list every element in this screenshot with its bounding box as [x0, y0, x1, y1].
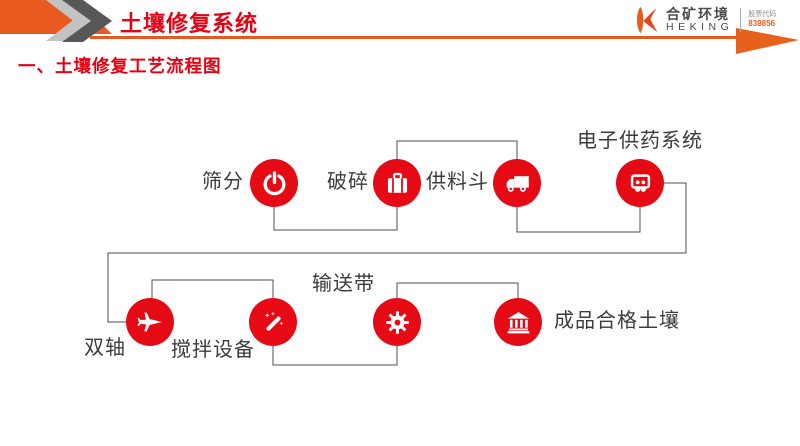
node-label-mixing: 搅拌设备: [171, 339, 255, 361]
stock-code: 839856: [748, 19, 775, 29]
company-logo: 合矿环境 HEKING 股票代码 839856: [632, 4, 776, 36]
node-label-screening: 筛分: [202, 171, 244, 193]
stock-label: 股票代码: [748, 11, 777, 18]
truck-icon: [506, 175, 529, 192]
briefcase-icon: [387, 172, 407, 193]
brand-name-en: HEKING: [666, 21, 734, 34]
node-label-crushing: 破碎: [327, 171, 369, 193]
gear-icon: [385, 310, 409, 334]
node-label-finished-soil: 成品合格土壤: [554, 310, 680, 332]
node-crushing: [373, 159, 421, 207]
node-conveyor: [373, 298, 421, 346]
node-screening: [250, 159, 298, 207]
node-feed-hopper: [493, 159, 541, 207]
magic-wand-icon: [264, 311, 283, 331]
logo-divider: [740, 8, 742, 32]
node-label-double-shaft: 双轴: [84, 337, 126, 359]
section-title: 一、土壤修复工艺流程图: [18, 56, 222, 76]
node-mixing: [249, 298, 297, 346]
heking-logo-icon: [636, 6, 658, 34]
node-label-dosing-system: 电子供药系统: [577, 130, 703, 152]
node-label-feed-hopper: 供料斗: [426, 171, 489, 193]
node-finished-soil: [494, 298, 542, 346]
bank-icon: [507, 311, 529, 333]
node-label-conveyor: 输送带: [312, 273, 375, 295]
jet-icon: [137, 312, 162, 332]
power-icon: [262, 170, 286, 195]
brand-name-cn: 合矿环境: [666, 6, 730, 23]
node-double-shaft: [126, 298, 174, 346]
node-dosing-system: [616, 159, 664, 207]
page-title: 土壤修复系统: [120, 11, 259, 36]
title-underline: [90, 36, 740, 39]
projector-icon: [630, 173, 650, 192]
